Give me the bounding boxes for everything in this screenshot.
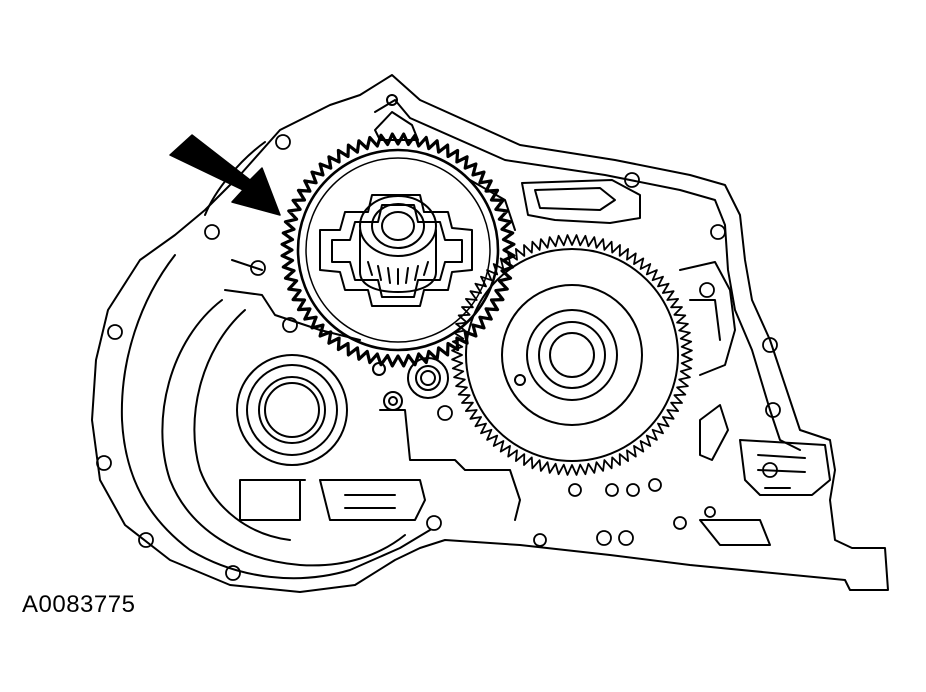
valve-body (699, 439, 831, 546)
ring-gear (451, 234, 693, 476)
slot-detail (699, 404, 729, 461)
side-passage (679, 261, 736, 376)
ring-gear-hub (501, 284, 643, 426)
figure-reference-id: A0083775 (22, 591, 136, 618)
bearing-small (372, 357, 449, 411)
bell-housing-arc (161, 299, 406, 567)
case-outline (91, 74, 889, 593)
lower-channel (239, 479, 306, 521)
input-shaft (359, 195, 437, 293)
arrow-icon (169, 134, 281, 216)
bearing-left (236, 354, 348, 466)
drive-gear (280, 132, 516, 368)
upper-passage (521, 179, 641, 224)
